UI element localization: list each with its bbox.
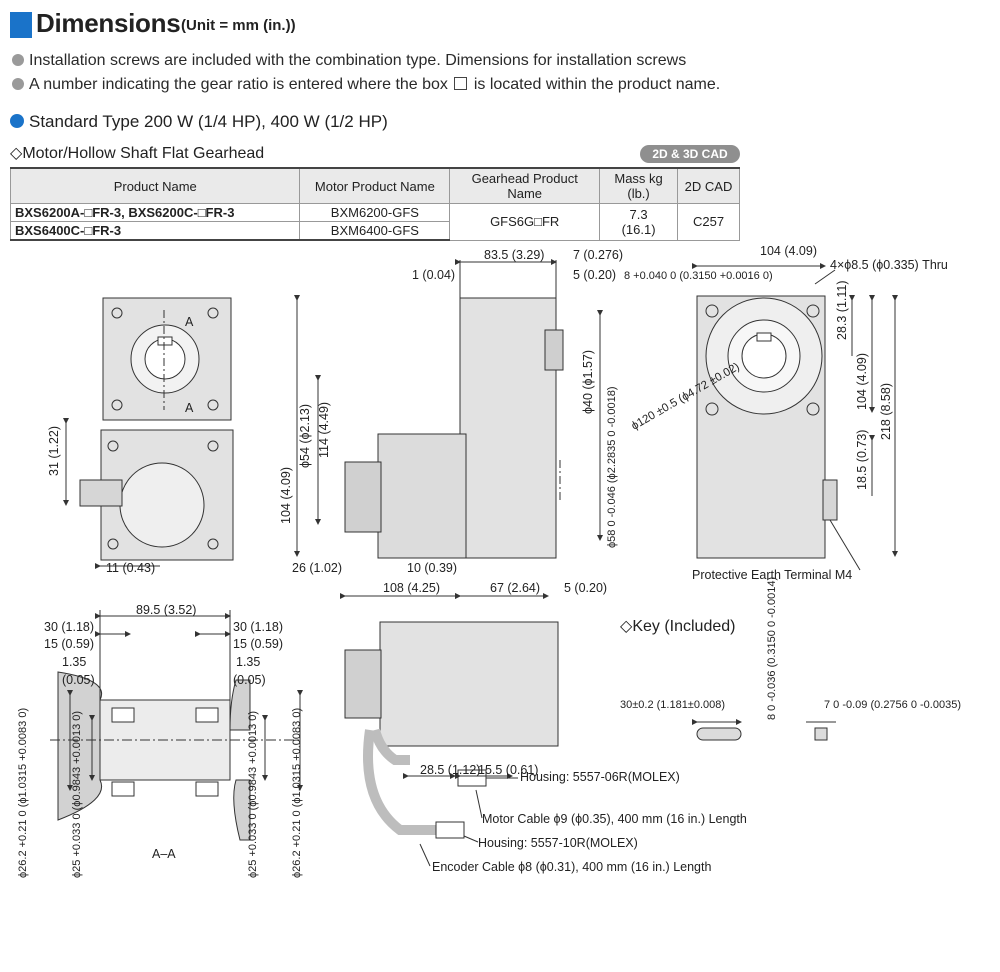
dim-10: 10 (0.39) <box>407 561 457 575</box>
col-product: Product Name <box>9 167 301 204</box>
cable-view <box>344 621 559 867</box>
table-row: BXS6400C-□FR-3 BXM6400-GFS <box>9 221 740 241</box>
dim-83-5: 83.5 (3.29) <box>484 248 544 262</box>
note-gear-ratio: A number indicating the gear ratio is en… <box>12 76 720 94</box>
dim-28-5: 28.5 (1.12) <box>420 763 480 777</box>
product-name: BXS6400C-□FR-3 <box>9 221 301 241</box>
dim-holes: 4×ϕ8.5 (ϕ0.335) Thru <box>830 258 948 272</box>
col-gearhead: Gearhead Product Name <box>449 167 601 204</box>
dim-30-right: 30 (1.18) <box>233 620 283 634</box>
motor-name: BXM6400-GFS <box>299 221 451 241</box>
bullet-icon <box>10 114 24 128</box>
unit-label: (Unit = mm (in.)) <box>181 17 296 34</box>
earth-terminal-label: Protective Earth Terminal M4 <box>692 568 852 582</box>
housing-10-label: Housing: 5557-10R(MOLEX) <box>478 836 638 850</box>
key-height: 8 0 -0.036 (0.3150 0 -0.0014) <box>766 577 778 720</box>
cad-link[interactable]: C257 <box>677 203 740 241</box>
dim-1: 1 (0.04) <box>412 268 455 282</box>
dim-0-05-right: (0.05) <box>233 673 266 687</box>
dim-phi58: ϕ58 0 -0.046 (ϕ2.2835 0 -0.0018) <box>606 386 618 548</box>
table-row: BXS6200A-□FR-3, BXS6200C-□FR-3 BXM6200-G… <box>9 203 740 241</box>
dim-7: 7 (0.276) <box>573 248 623 262</box>
dim-phi40: ϕ40 (ϕ1.57) <box>581 350 595 414</box>
dim-5-bottom: 5 (0.20) <box>564 581 607 595</box>
dim-end-104: 104 (4.09) <box>760 244 817 258</box>
standard-type-heading: Standard Type 200 W (1/4 HP), 400 W (1/2… <box>10 112 388 132</box>
dim-89-5: 89.5 (3.52) <box>136 603 196 617</box>
dim-phi54: ϕ54 (ϕ2.13) <box>298 404 312 468</box>
dim-104: 104 (4.09) <box>279 467 293 524</box>
dim-phi26-left: ϕ26.2 +0.21 0 (ϕ1.0315 +0.0083 0) <box>17 708 29 878</box>
section-view <box>50 610 303 841</box>
section-label-a: A <box>185 315 194 329</box>
section-label-a: A <box>185 401 194 415</box>
side-view <box>294 259 603 599</box>
dim-phi25-right: ϕ25 +0.033 0 (ϕ0.9843 +0.0013 0) <box>247 711 259 878</box>
gearhead-subheading: ◇Motor/Hollow Shaft Flat Gearhead <box>10 145 265 162</box>
section-marker <box>10 12 32 38</box>
product-name: BXS6200A-□FR-3, BXS6200C-□FR-3 <box>9 203 301 222</box>
bullet-icon <box>12 54 24 66</box>
dim-15-right: 15 (0.59) <box>233 637 283 651</box>
key-width: 7 0 -0.09 (0.2756 0 -0.0035) <box>824 699 961 711</box>
dim-11: 11 (0.43) <box>106 561 155 575</box>
dim-28-3: 28.3 (1.11) <box>835 280 849 340</box>
placeholder-box-icon <box>454 77 468 90</box>
motor-cable-label: Motor Cable ϕ9 (ϕ0.35), 400 mm (16 in.) … <box>482 812 747 826</box>
dim-phi25-left: ϕ25 +0.033 0 (ϕ0.9843 +0.0013 0) <box>71 711 83 878</box>
section-aa-label: A–A <box>152 847 176 861</box>
dim-67: 67 (2.64) <box>490 581 540 595</box>
dim-15-left: 15 (0.59) <box>44 637 94 651</box>
col-cad: 2D CAD <box>677 167 740 204</box>
diamond-icon: ◇ <box>10 145 23 162</box>
dim-18-5: 18.5 (0.73) <box>855 430 869 490</box>
dim-31: 31 (1.22) <box>47 426 61 476</box>
dim-0-05-left: (0.05) <box>62 673 95 687</box>
end-view <box>692 263 898 571</box>
key-view <box>692 719 836 741</box>
dim-phi26-right: ϕ26.2 +0.21 0 (ϕ1.0315 +0.0083 0) <box>291 708 303 878</box>
spec-table: Product Name Motor Product Name Gearhead… <box>9 167 740 241</box>
key-length: 30±0.2 (1.181±0.008) <box>620 699 725 711</box>
dim-8-tolerance: 8 +0.040 0 (0.3150 +0.0016 0) <box>624 270 773 282</box>
dim-26: 26 (1.02) <box>292 561 342 575</box>
encoder-cable-label: Encoder Cable ϕ8 (ϕ0.31), 400 mm (16 in.… <box>432 860 711 874</box>
dim-218: 218 (8.58) <box>879 383 893 440</box>
dim-15-5: 15.5 (0.61) <box>478 763 538 777</box>
dim-114: 114 (4.49) <box>317 402 331 458</box>
cad-badge[interactable]: 2D & 3D CAD <box>640 145 740 163</box>
dim-end-104v: 104 (4.09) <box>855 353 869 410</box>
housing-6-label: Housing: 5557-06R(MOLEX) <box>520 770 680 784</box>
dim-1-35-left: 1.35 <box>62 655 86 669</box>
bullet-icon <box>12 78 24 90</box>
dim-1-35-right: 1.35 <box>236 655 260 669</box>
note-screws: Installation screws are included with th… <box>12 52 686 70</box>
col-mass: Mass kg (lb.) <box>599 167 679 204</box>
motor-name: BXM6200-GFS <box>299 203 451 222</box>
key-title: ◇Key (Included) <box>620 618 735 635</box>
gearhead-name: GFS6G□FR <box>449 203 601 241</box>
dim-30-left: 30 (1.18) <box>44 620 94 634</box>
dim-108: 108 (4.25) <box>383 581 440 595</box>
front-view <box>63 297 234 569</box>
page-title: Dimensions <box>36 8 181 38</box>
dim-5: 5 (0.20) <box>573 268 616 282</box>
mass-value: 7.3(16.1) <box>599 203 679 241</box>
